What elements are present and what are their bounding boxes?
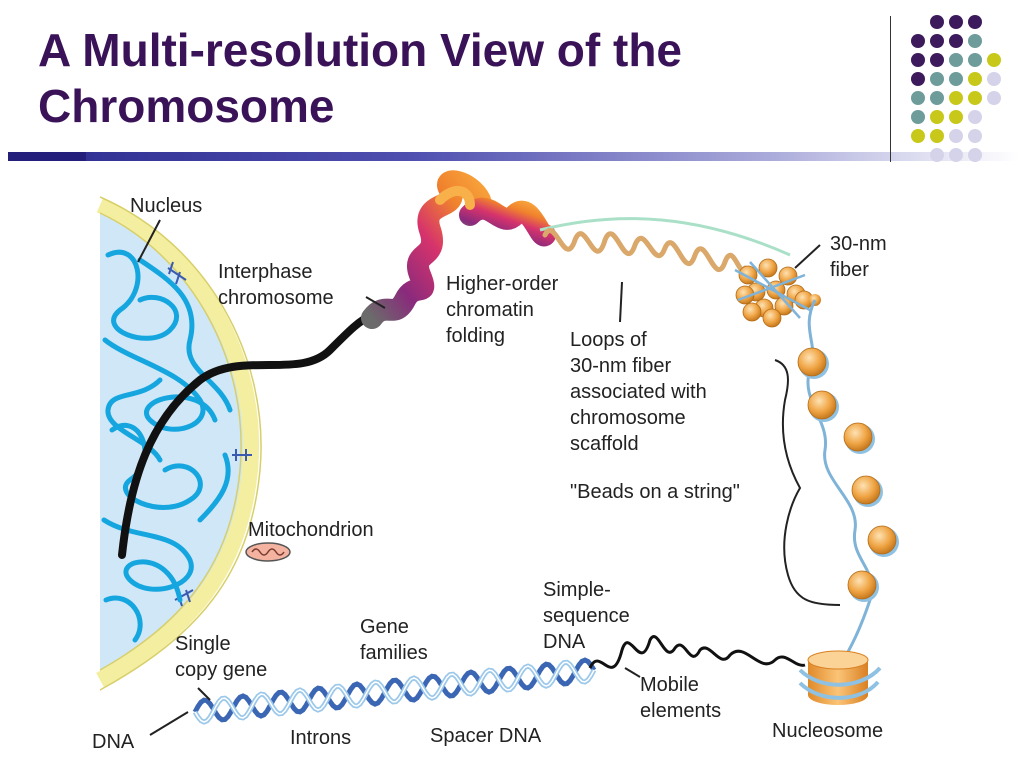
label-single-copy-2: copy gene (175, 659, 267, 681)
title-underline-accent (8, 152, 86, 161)
loops-of-30nm-fiber (539, 217, 791, 273)
decorative-dot (911, 53, 925, 67)
title-underline (8, 152, 1018, 161)
decorative-dot (987, 53, 1001, 67)
decorative-dot (930, 15, 944, 29)
decorative-dot (968, 110, 982, 124)
label-loops-2: 30-nm fiber (570, 355, 671, 377)
diagram-labels: Nucleus Interphase chromosome Higher-ord… (92, 195, 887, 753)
decorative-dot (949, 91, 963, 105)
decorative-dot (968, 91, 982, 105)
label-introns: Introns (290, 727, 351, 749)
label-gene-families-1: Gene (360, 616, 409, 638)
label-mitochondrion: Mitochondrion (248, 519, 374, 541)
fiber-bead (762, 308, 782, 328)
higher-order-folding-coil (361, 170, 556, 329)
decorative-dot (911, 34, 925, 48)
leader-lines (137, 219, 841, 736)
decorative-dot (968, 53, 982, 67)
decorative-dot (949, 148, 963, 162)
label-higher-order-3: folding (446, 325, 505, 347)
decorative-dot (930, 110, 944, 124)
decorative-dot (968, 72, 982, 86)
nucleosome (798, 650, 882, 705)
simple-sequence-dna-strand (588, 635, 806, 669)
decorative-dot (968, 148, 982, 162)
bead (851, 475, 881, 505)
fiber-bead (758, 258, 778, 278)
label-beads-on-a-string: "Beads on a string" (570, 481, 740, 503)
bead (797, 347, 827, 377)
label-loops-1: Loops of (570, 329, 647, 351)
label-30nm-fiber-1: 30-nm (830, 233, 887, 255)
dna-strand (192, 657, 597, 723)
decorative-dot (911, 72, 925, 86)
decorative-dot (930, 72, 944, 86)
label-single-copy-1: Single (175, 633, 231, 655)
fiber-strand (749, 261, 801, 319)
dna-double-helix (192, 657, 597, 725)
30nm-fiber-cluster (734, 258, 821, 328)
title-line-1: A Multi-resolution View of the (38, 24, 682, 76)
decorative-dot (930, 129, 944, 143)
decorative-dot (930, 34, 944, 48)
decorative-dot (930, 53, 944, 67)
label-simple-sequence-3: DNA (543, 631, 586, 653)
label-interphase-2: chromosome (218, 287, 334, 309)
dna-strand (194, 661, 595, 723)
decorative-dot (911, 129, 925, 143)
corner-divider (890, 16, 891, 162)
fiber-strand (734, 268, 811, 312)
mitochondrion (245, 542, 291, 562)
slide-title: A Multi-resolution View of the Chromosom… (38, 22, 858, 134)
decorative-dot (987, 72, 1001, 86)
label-30nm-fiber-2: fiber (830, 259, 869, 281)
label-spacer-dna: Spacer DNA (430, 725, 542, 747)
interphase-chromosome-strand (118, 311, 376, 559)
decorative-dot (930, 91, 944, 105)
bead (843, 422, 873, 452)
decorative-dot (911, 91, 925, 105)
label-nucleosome: Nucleosome (772, 720, 883, 742)
label-higher-order-1: Higher-order (446, 273, 559, 295)
title-line-2: Chromosome (38, 80, 335, 132)
label-simple-sequence-2: sequence (543, 605, 630, 627)
decorative-dot (987, 91, 1001, 105)
label-gene-families-2: families (360, 642, 428, 664)
label-loops-3: associated with (570, 381, 707, 403)
decorative-dot (949, 34, 963, 48)
label-nucleus: Nucleus (130, 195, 202, 217)
decorative-dot-grid (911, 15, 1001, 162)
decorative-dot (949, 110, 963, 124)
decorative-dot (949, 15, 963, 29)
label-mobile-2: elements (640, 700, 721, 722)
label-dna: DNA (92, 731, 135, 753)
decorative-dot (911, 110, 925, 124)
decorative-dot (968, 34, 982, 48)
label-higher-order-2: chromatin (446, 299, 534, 321)
bead (867, 525, 897, 555)
decorative-dot (968, 15, 982, 29)
label-mobile-1: Mobile (640, 674, 699, 696)
label-interphase-1: Interphase (218, 261, 313, 283)
beads-on-a-string (797, 299, 899, 666)
decorative-dot (949, 129, 963, 143)
decorative-dot (949, 53, 963, 67)
label-loops-4: chromosome (570, 407, 686, 429)
label-loops-5: scaffold (570, 433, 639, 455)
nucleus (96, 196, 262, 691)
label-simple-sequence-1: Simple- (543, 579, 611, 601)
bead (807, 390, 837, 420)
bead (847, 570, 877, 600)
fiber-bead (742, 302, 762, 322)
decorative-dot (949, 72, 963, 86)
decorative-dot (968, 129, 982, 143)
decorative-dot (930, 148, 944, 162)
